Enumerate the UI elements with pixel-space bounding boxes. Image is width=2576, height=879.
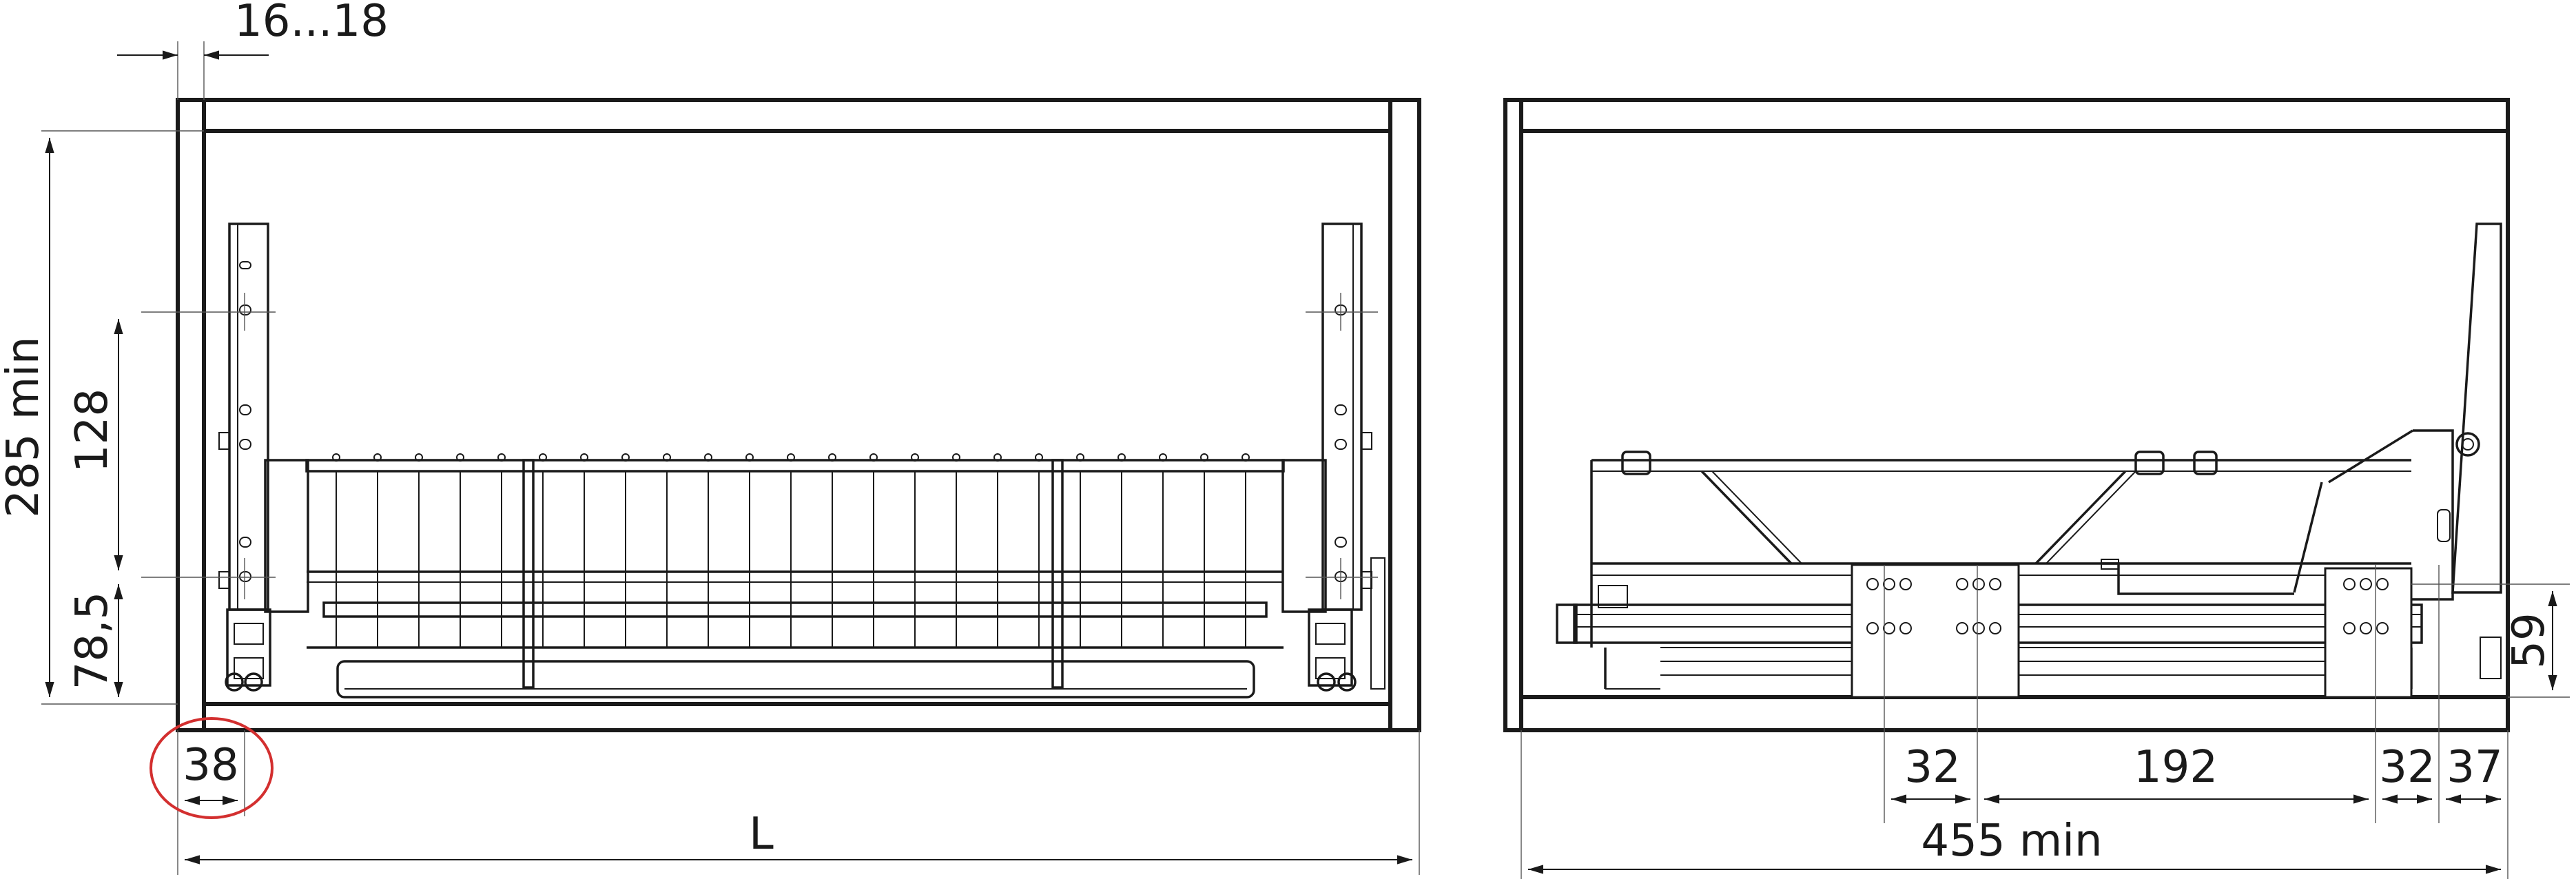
dim-height-min: 285 min xyxy=(0,130,204,705)
mounting-hole xyxy=(1866,578,1879,590)
dim-hole-span-label: 192 xyxy=(2134,742,2218,793)
dim-hole-spacing: 128 xyxy=(67,319,123,570)
mounting-hole xyxy=(1972,622,1985,634)
mounting-hole xyxy=(1956,578,1968,590)
mounting-hole xyxy=(1956,622,1968,634)
dim-depth-min-label: 455 min xyxy=(1921,816,2102,867)
basket-rod-cap xyxy=(497,453,506,462)
front-right-bracket xyxy=(1281,223,1385,692)
side-cabinet-outline xyxy=(1503,98,2510,732)
dim-edge-offset-label: 38 xyxy=(183,740,238,791)
basket-rod-cap xyxy=(704,453,712,462)
mounting-hole xyxy=(1989,622,2001,634)
dim-height-min-label: 285 min xyxy=(0,336,49,517)
side-mounting-plate-rear xyxy=(2324,567,2413,699)
dim-bottom-offset: 78,5 xyxy=(67,584,123,697)
dim-hole-a-label: 32 xyxy=(1904,742,1960,793)
dim-edge-offset: 38 xyxy=(150,717,274,875)
front-view: 16...18 285 min 128 78,5 38 xyxy=(0,0,1421,875)
mounting-hole xyxy=(1972,578,1985,590)
basket-rod-cap xyxy=(1159,453,1167,462)
mounting-hole xyxy=(2343,578,2356,590)
basket-rod-cap xyxy=(1117,453,1126,462)
mounting-hole xyxy=(1899,622,1912,634)
dim-bottom-offset-label: 78,5 xyxy=(67,592,118,690)
mounting-holes-front xyxy=(1866,578,2001,634)
dim-rear-offset-label: 37 xyxy=(2446,742,2502,793)
basket-rod-cap xyxy=(1241,453,1250,462)
basket-rod-cap xyxy=(373,453,382,462)
basket-rod-cap xyxy=(1200,453,1208,462)
dim-width-label: L xyxy=(749,809,774,860)
basket-rod-cap xyxy=(952,453,960,462)
basket-rod-cap xyxy=(869,453,878,462)
front-wire-basket xyxy=(305,453,1285,699)
basket-rod-cap xyxy=(1035,453,1043,462)
basket-rod-cap xyxy=(580,453,588,462)
highlight-circle xyxy=(150,717,274,819)
front-right-side-panel xyxy=(1388,98,1421,732)
basket-rod-cap xyxy=(621,453,630,462)
basket-rod-cap xyxy=(911,453,919,462)
basket-rod-cap xyxy=(828,453,836,462)
dim-height-59-label: 59 xyxy=(2504,612,2555,668)
basket-rod-cap xyxy=(332,453,340,462)
basket-rod-cap xyxy=(745,453,754,462)
front-cabinet-outline xyxy=(176,98,1421,732)
dim-depth-min: 455 min xyxy=(1528,816,2501,874)
mounting-hole xyxy=(1989,578,2001,590)
basket-rod-cap xyxy=(787,453,795,462)
front-left-side-panel xyxy=(176,98,206,732)
side-view: 59 32 192 32 37 455 min xyxy=(1503,98,2570,879)
mounting-hole xyxy=(2360,578,2372,590)
dim-width: L xyxy=(185,730,1420,875)
dim-side-gap-label: 16...18 xyxy=(234,0,389,47)
mounting-hole xyxy=(1883,622,1895,634)
mounting-hole xyxy=(2360,622,2372,634)
basket-rod-cap xyxy=(539,453,547,462)
basket-rod-cap xyxy=(1076,453,1084,462)
basket-rod-cap xyxy=(993,453,1002,462)
basket-rods xyxy=(332,453,1250,648)
mounting-hole xyxy=(2376,578,2389,590)
mounting-hole xyxy=(2343,622,2356,634)
dim-side-gap: 16...18 xyxy=(117,0,389,100)
dim-height-59: 59 xyxy=(2411,583,2570,698)
mounting-hole xyxy=(2376,622,2389,634)
front-left-bracket xyxy=(218,223,309,692)
mounting-hole xyxy=(1899,578,1912,590)
mounting-hole xyxy=(1883,578,1895,590)
basket-rod-cap xyxy=(663,453,671,462)
basket-rod-cap xyxy=(415,453,423,462)
dim-hole-row: 32 192 32 37 xyxy=(1891,742,2503,804)
mounting-holes-rear xyxy=(2343,578,2389,634)
dim-hole-spacing-label: 128 xyxy=(67,389,118,473)
dim-hole-b-label: 32 xyxy=(2379,742,2435,793)
side-mounting-plate-front xyxy=(1851,563,2020,699)
mounting-hole xyxy=(1866,622,1879,634)
side-lift-mechanism xyxy=(2328,223,2502,679)
basket-rod-cap xyxy=(456,453,464,462)
